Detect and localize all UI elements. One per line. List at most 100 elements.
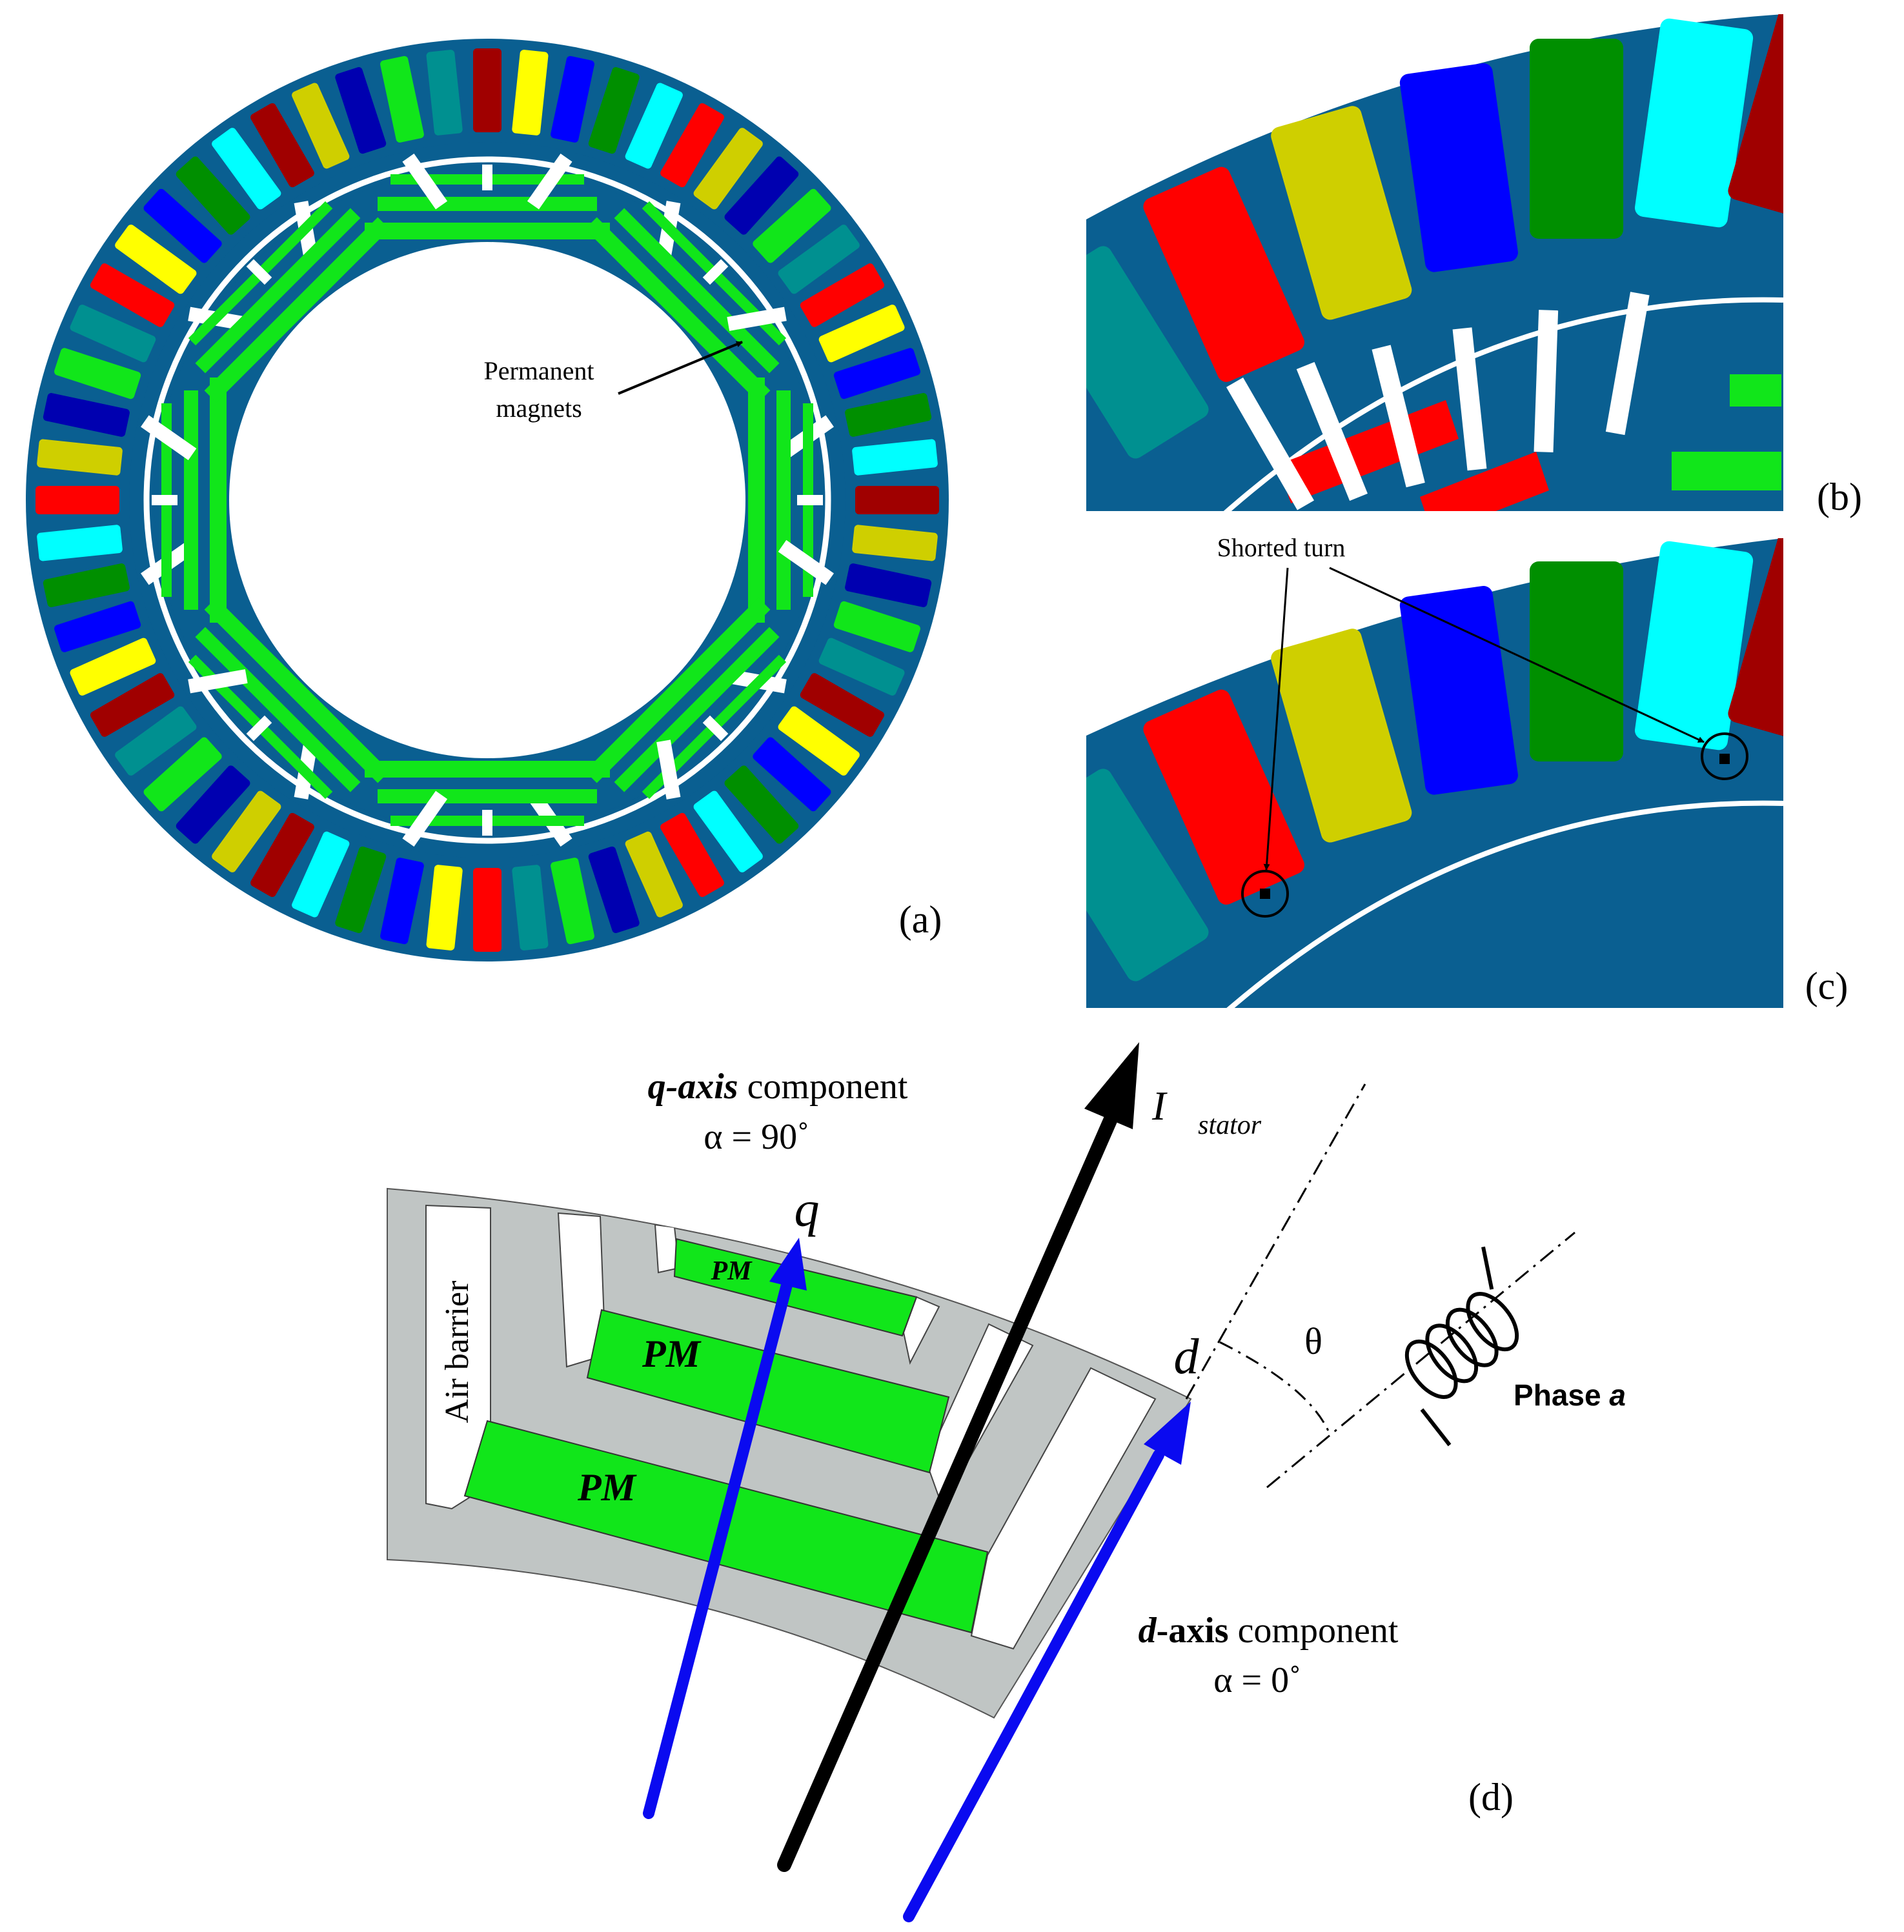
- air-barrier: [141, 415, 197, 461]
- panel-c-label: (c): [1805, 965, 1848, 1007]
- air-barrier: [702, 715, 729, 741]
- stator-slot: [143, 737, 222, 812]
- stator-slot: [800, 263, 885, 327]
- stator-slot: [143, 188, 222, 263]
- stator-slot: [292, 831, 350, 918]
- air-barrier: [402, 154, 448, 210]
- phase-a-label: Phase a: [1514, 1378, 1626, 1412]
- shorted-turn-marker-1: [1241, 870, 1289, 918]
- panel-c-zoom-shorted: Shorted turn (c): [1086, 533, 1848, 1008]
- pm-layer: [378, 197, 597, 211]
- d-axis-arrowhead: [1144, 1402, 1191, 1465]
- coil-loop: [1425, 1323, 1479, 1384]
- air-barrier-5: [970, 1367, 1157, 1650]
- stator-slot: [37, 525, 123, 561]
- stator-slot: [818, 638, 905, 696]
- air-barrier: [188, 669, 248, 694]
- stator-slot: [551, 55, 594, 143]
- pm-layer: [195, 208, 361, 374]
- pm-layer: [365, 223, 610, 239]
- stator-slot: [292, 83, 350, 169]
- air-barrier: [482, 810, 492, 836]
- zoomed-slot: [1399, 63, 1518, 272]
- d-component-label: d-axis component: [1139, 1611, 1399, 1651]
- air-barrier: [246, 715, 272, 741]
- rotor-bore: [229, 242, 745, 758]
- stator-slot: [588, 67, 640, 154]
- stator-slot: [660, 103, 724, 188]
- zoomed-slot: [1271, 629, 1412, 843]
- stator-slot: [818, 305, 905, 363]
- stator-slot: [852, 525, 938, 561]
- stator-slot: [115, 225, 197, 294]
- stator-slot: [426, 865, 463, 951]
- zoomed-stator-slots: [1086, 14, 1783, 459]
- coil-loops: [1404, 1246, 1519, 1447]
- pm-layer: [204, 217, 390, 403]
- zoomed-barrier: [1534, 310, 1559, 452]
- stator-slot: [43, 563, 130, 607]
- rotor-poles: [141, 154, 834, 847]
- zoomed-slot: [1086, 769, 1209, 981]
- stator-current-symbol: I⃗stator: [1151, 1083, 1262, 1140]
- pm-layer: [748, 377, 765, 623]
- air-barrier: [656, 740, 681, 800]
- stator-slot: [335, 67, 387, 154]
- stator-slot: [70, 305, 156, 363]
- phase-a-coil-icon: [1404, 1246, 1519, 1447]
- zoomed-slot: [1530, 561, 1623, 761]
- q-component-label: q-axis component: [648, 1067, 908, 1107]
- pm-layer: [184, 390, 198, 610]
- zoomed-slot: [1143, 689, 1304, 905]
- zoomed-slot: [1143, 166, 1304, 382]
- stator-current-arrow: [777, 1106, 1120, 1872]
- stator-slot: [693, 790, 763, 872]
- zoomed-stator-slots: [1086, 538, 1783, 981]
- stator-slot: [176, 765, 250, 844]
- pm-layer: [614, 208, 780, 374]
- stator-slot: [855, 486, 939, 514]
- coil-loop: [1404, 1339, 1458, 1399]
- panel-a-label: (a): [899, 898, 942, 941]
- stator-slots: [35, 48, 939, 952]
- stator-slot: [35, 486, 119, 514]
- shorted-turn-arrow-2: [1329, 567, 1705, 743]
- air-barrier: [527, 154, 572, 210]
- pm-medium: [586, 1309, 950, 1474]
- stator-slot: [512, 865, 549, 951]
- zoomed-slot: [1530, 39, 1623, 239]
- panel-b-zoom-healthy: (b): [1086, 14, 1862, 518]
- stator-slot: [43, 393, 130, 437]
- zoomed-pm: [1278, 400, 1459, 503]
- pm-label-line1: Permanent: [483, 356, 594, 385]
- stator-slot: [90, 263, 175, 327]
- zoomed-slot: [1728, 14, 1783, 221]
- air-barrier: [702, 259, 729, 285]
- stator-slot: [250, 812, 314, 898]
- stator-slot: [724, 765, 799, 844]
- stator-current-arrowhead: [1084, 1042, 1139, 1129]
- panel-b-label: (b): [1817, 476, 1862, 518]
- stator-slot: [778, 225, 860, 294]
- stator-slot: [176, 156, 250, 235]
- coil-loop: [1445, 1307, 1499, 1367]
- stator-slot: [660, 812, 724, 898]
- q-axis-arrowhead: [769, 1238, 807, 1291]
- rotor-pole: [527, 154, 834, 461]
- pm-layer: [614, 627, 780, 792]
- coil-lead: [1481, 1246, 1494, 1290]
- coil-lead: [1420, 1408, 1452, 1447]
- zoomed-rotor-barriers: [1226, 292, 1781, 511]
- stator-slot: [380, 858, 424, 945]
- shorted-turn-arrow-1: [1263, 567, 1289, 870]
- stator-slot: [588, 846, 640, 933]
- zoomed-slot: [1086, 246, 1209, 459]
- stator-slot: [473, 868, 501, 952]
- stator-slot: [833, 348, 920, 399]
- pm-layer: [195, 627, 361, 792]
- panel-d-label: (d): [1468, 1776, 1514, 1818]
- stator-slot: [335, 846, 387, 933]
- stator-slot: [551, 858, 594, 945]
- stator-slot: [833, 601, 920, 652]
